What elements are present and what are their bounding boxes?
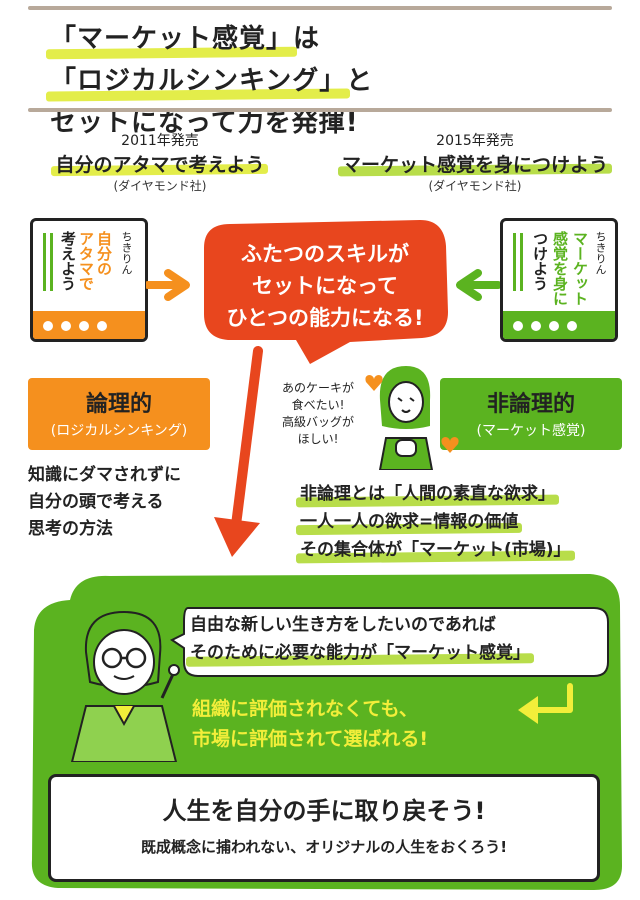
center-line2: セットになって xyxy=(252,274,398,298)
logical-label-box: 論理的 (ロジカルシンキング) xyxy=(28,378,210,450)
arrow-left-icon xyxy=(456,269,500,301)
book1-title: 自分のアタマで考えよう xyxy=(55,150,264,177)
book1-year: 2011年発売 xyxy=(121,133,199,149)
book1-cover-line2: アタマで xyxy=(77,231,95,291)
book2-cover-line2: 感覚を身に xyxy=(551,231,569,306)
book2-cover-line1: マーケット xyxy=(571,231,589,306)
final-message-box: 人生を自分の手に取り戻そう! 既成概念に捕われない、オリジナルの人生をおくろう! xyxy=(48,774,600,882)
heart-icon xyxy=(441,437,459,453)
logical-label: 論理的 xyxy=(85,392,152,417)
market-evaluation-text: 組織に評価されなくても、 市場に評価されて選ばれる! xyxy=(192,694,532,754)
title-particle-to: と xyxy=(346,66,374,96)
title-market-sense: 「マーケット感覚」 xyxy=(50,18,293,60)
nonlogical-desc-line1: 非論理とは「人間の素直な欲求」 xyxy=(300,480,555,508)
title-particle-wa: は xyxy=(293,24,321,54)
final-main: 人生を自分の手に取り戻そう! xyxy=(162,797,486,825)
yellow-line2: 市場に評価されて選ばれる! xyxy=(192,728,429,750)
final-sub: 既成概念に捕われない、オリジナルの人生をおくろう! xyxy=(140,838,508,856)
book2-cover-author: ちきりん xyxy=(594,231,607,275)
logical-description: 知識にダマされずに 自分の頭で考える 思考の方法 xyxy=(28,462,228,543)
book2-title: マーケット感覚を身につけよう xyxy=(342,150,608,177)
speech-line4: ほしい! xyxy=(297,432,339,446)
book2-cover-line3: つけよう xyxy=(531,231,549,291)
speech-line1: あのケーキが xyxy=(281,381,354,395)
arrow-down-icon xyxy=(214,346,263,557)
logical-desc-line3: 思考の方法 xyxy=(28,519,113,539)
book1-header: 2011年発売 自分のアタマで考えよう (ダイヤモンド社) xyxy=(30,130,290,194)
speech-line2: 食べたい! xyxy=(291,398,345,412)
title-divider xyxy=(28,108,612,112)
book1-cover-line1: 自分の xyxy=(95,231,113,276)
nonlogical-description: 非論理とは「人間の素直な欲求」 一人一人の欲求=情報の価値 その集合体が「マーケ… xyxy=(300,480,630,564)
center-line3: ひとつの能力になる! xyxy=(226,306,424,330)
book1-cover-lines xyxy=(43,233,57,295)
bubble-line2: そのために必要な能力が「マーケット感覚」 xyxy=(190,639,530,667)
speech-line3: 高級バッグが xyxy=(281,415,354,429)
center-bubble xyxy=(204,220,448,364)
center-message: ふたつのスキルが セットになって ひとつの能力になる! xyxy=(205,238,445,334)
nonlogical-desc-line3: その集合体が「マーケット(市場)」 xyxy=(300,536,571,564)
book1-publisher: (ダイヤモンド社) xyxy=(113,179,207,193)
book2-year: 2015年発売 xyxy=(436,133,514,149)
logical-sub: (ロジカルシンキング) xyxy=(50,423,188,439)
center-line1: ふたつのスキルが xyxy=(241,242,409,266)
yellow-line1: 組織に評価されなくても、 xyxy=(192,698,418,720)
page-title: 「マーケット感覚」は「ロジカルシンキング」と セットになって力を発揮! xyxy=(50,18,610,144)
nonlogical-sub: (マーケット感覚) xyxy=(476,423,586,439)
book2-publisher: (ダイヤモンド社) xyxy=(428,179,522,193)
book2-header: 2015年発売 マーケット感覚を身につけよう (ダイヤモンド社) xyxy=(330,130,620,194)
arrow-right-icon xyxy=(146,269,190,301)
man-character-icon xyxy=(70,610,180,762)
heart-icon xyxy=(365,375,383,391)
title-line2: セットになって力を発揮! xyxy=(50,108,359,138)
desire-speech: あのケーキが 食べたい! 高級バッグが ほしい! xyxy=(268,380,368,448)
nonlogical-label-box: 非論理的 (マーケット感覚) xyxy=(440,378,622,450)
nonlogical-label: 非論理的 xyxy=(486,392,575,417)
top-rule xyxy=(28,6,612,10)
nonlogical-desc-line2: 一人一人の欲求=情報の価値 xyxy=(300,508,518,536)
book2-cover-band xyxy=(503,311,615,339)
woman-character-icon xyxy=(378,366,434,470)
logical-desc-line1: 知識にダマされずに xyxy=(28,465,181,485)
book1-cover: ちきりん 自分の アタマで 考えよう xyxy=(30,218,148,342)
book1-cover-author: ちきりん xyxy=(120,231,133,275)
logical-desc-line2: 自分の頭で考える xyxy=(28,492,164,512)
message-bubble-text: 自由な新しい生き方をしたいのであれば そのために必要な能力が「マーケット感覚」 xyxy=(190,611,605,667)
arrow-bend-icon xyxy=(518,683,573,724)
book1-cover-band xyxy=(33,311,145,339)
book2-cover-lines xyxy=(513,233,527,295)
book1-cover-line3: 考えよう xyxy=(59,231,77,291)
book2-cover: ちきりん マーケット 感覚を身に つけよう xyxy=(500,218,618,342)
bubble-line1: 自由な新しい生き方をしたいのであれば xyxy=(190,615,496,635)
title-logical-thinking: 「ロジカルシンキング」 xyxy=(50,60,346,102)
